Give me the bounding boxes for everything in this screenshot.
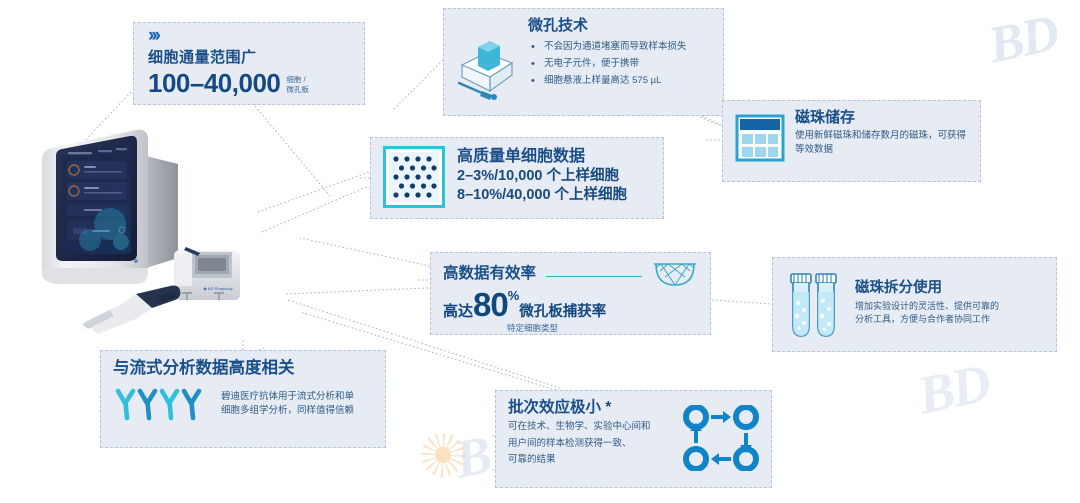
bead-storage-title: 磁珠储存 <box>795 109 856 126</box>
efficiency-subtext: 特定细胞类型 <box>507 323 559 333</box>
callout-high-quality-data: 高质量单细胞数据 2–3%/10,000 个上样细胞 8–10%/40,000 … <box>370 137 664 219</box>
callout-bead-storage: 磁珠储存 使用新鲜磁珠和储存数月的磁珠，可获得等效数据 <box>722 100 981 182</box>
batch-effect-body-line-1: 可在技术、生物学、实验中心间和 <box>508 420 651 432</box>
callout-batch-effect: 批次效应极小 * 可在技术、生物学、实验中心间和 用户间的样本检测获得一致、 可… <box>495 390 772 488</box>
efficiency-percent: % <box>507 288 520 303</box>
microwell-grid-icon <box>383 146 445 208</box>
bead-split-body-line-2: 分析工具，方便与合作者协同工作 <box>855 313 991 324</box>
batch-effect-body-line-2: 用户间的样本检测获得一致、 <box>508 437 632 449</box>
quality-stat-line-2: 8–10%/40,000 个上样细胞 <box>457 187 628 204</box>
microwell-cartridge-icon <box>456 17 518 105</box>
callout-bead-split-usage: 磁珠拆分使用 增加实验设计的灵活性、提供可靠的 分析工具，方便与合作者协同工作 <box>772 257 1057 352</box>
microwell-title: 微孔技术 <box>528 17 589 34</box>
bead-split-title: 磁珠拆分使用 <box>855 280 942 296</box>
capture-net-icon <box>652 261 698 287</box>
bd-sunburst-watermark <box>421 433 465 477</box>
callout-microwell-technology: 微孔技术 不会因为通道堵塞而导致样本损失 无电子元件，便于携带 细胞悬液上样量高… <box>443 8 724 116</box>
callout-flow-correlation: 与流式分析数据高度相关 <box>100 350 386 448</box>
batch-effect-title: 批次效应极小 * <box>508 399 612 416</box>
list-item: 不会因为通道堵塞而导致样本损失 <box>528 38 711 57</box>
flow-correlation-body-line-1: 碧迪医疗抗体用于流式分析和单 <box>221 391 355 403</box>
callout-cell-throughput: ››› 细胞通量范围广 100–40,000 细胞 /微孔板 <box>133 22 365 105</box>
bd-text-watermark: BD <box>983 4 1063 75</box>
list-item: 无电子元件，便于携带 <box>528 55 711 74</box>
efficiency-lead: 高达 <box>443 303 474 320</box>
throughput-number: 100–40,000 <box>148 68 281 98</box>
microwell-bullet-list: 不会因为通道堵塞而导致样本损失 无电子元件，便于携带 细胞悬液上样量高达 575… <box>528 38 711 91</box>
efficiency-number: 80 <box>473 286 509 323</box>
efficiency-tail: 微孔板捕获率 <box>519 304 607 320</box>
quality-stat-line-1: 2–3%/10,000 个上样细胞 <box>457 167 619 184</box>
quality-title: 高质量单细胞数据 <box>457 148 586 166</box>
bead-storage-body: 使用新鲜磁珠和储存数月的磁珠，可获得等效数据 <box>795 130 967 156</box>
bead-split-body-line-1: 增加实验设计的灵活性、提供可靠的 <box>855 300 1000 311</box>
list-item: 细胞悬液上样量高达 575 µL <box>528 72 711 91</box>
batch-effect-body-line-3: 可靠的结果 <box>508 454 556 466</box>
bd-rhapsody-instrument-image: ◉ BD Rhapsody ◉ BD Rhapsody <box>18 108 258 348</box>
throughput-title: 细胞通量范围广 <box>148 49 257 66</box>
throughput-unit: 细胞 /微孔板 <box>286 75 309 94</box>
antibody-y-icon <box>113 385 211 423</box>
flow-correlation-title: 与流式分析数据高度相关 <box>113 359 295 377</box>
test-tubes-icon <box>785 266 843 342</box>
callout-data-efficiency: 高数据有效率 高达80%微孔板捕获率 特定细胞类型 <box>430 252 711 335</box>
batch-cycle-icon <box>683 399 759 471</box>
bd-text-watermark: BD <box>912 352 995 426</box>
bead-plate-icon <box>735 109 785 163</box>
efficiency-title: 高数据有效率 <box>443 265 537 283</box>
svg-text:◉ BD Rhapsody: ◉ BD Rhapsody <box>203 286 232 291</box>
flow-correlation-body-line-2: 细胞多组学分析，同样值得信赖 <box>221 404 355 416</box>
chevron-arrows-icon: ››› <box>148 25 161 46</box>
